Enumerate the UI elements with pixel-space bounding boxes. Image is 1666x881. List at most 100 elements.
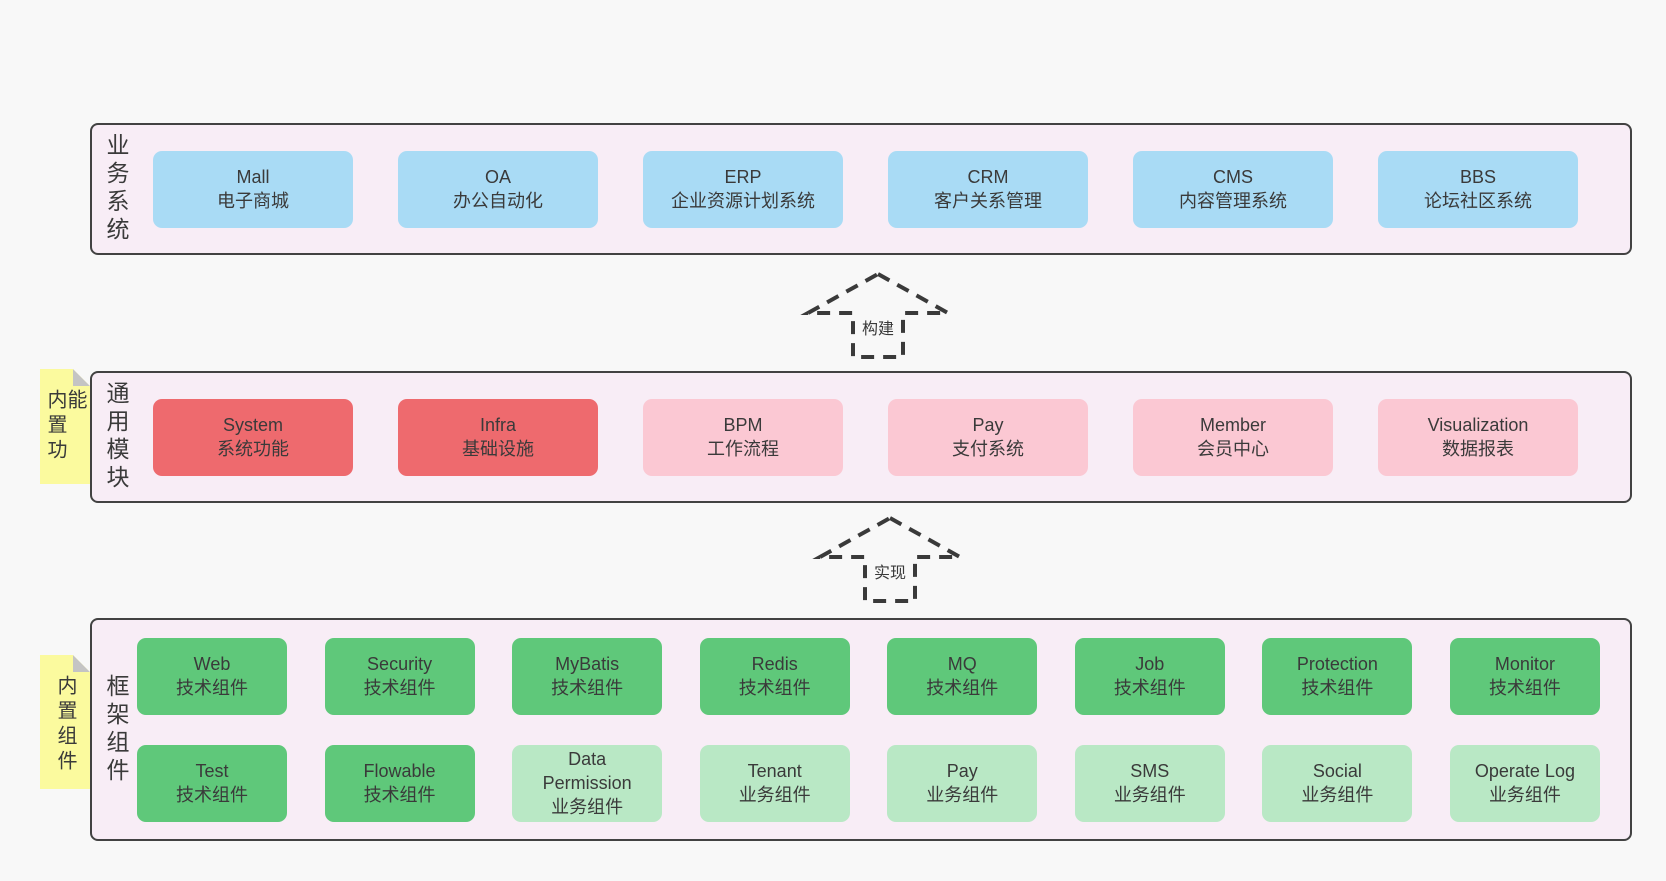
box-title: ERP bbox=[724, 166, 762, 187]
implement-arrow: 实现 bbox=[805, 512, 975, 608]
box-title: MyBatis bbox=[555, 653, 620, 674]
box-tenant: Tenant 业务组件 bbox=[699, 744, 850, 822]
box-operate-log: Operate Log 业务组件 bbox=[1449, 744, 1600, 822]
box-protection: Protection 技术组件 bbox=[1262, 637, 1413, 715]
box-subtitle: 技术组件 bbox=[176, 678, 248, 698]
section-label: 业务系统 bbox=[103, 133, 129, 245]
box-mall: Mall 电子商城 bbox=[153, 150, 353, 228]
box-title: CRM bbox=[967, 166, 1009, 187]
framework-rows: Web 技术组件 Security 技术组件 MyBatis 技术组件 Redi… bbox=[137, 637, 1600, 822]
box-title: Social bbox=[1312, 760, 1362, 781]
box-subtitle: 业务组件 bbox=[738, 785, 811, 805]
implement-arrow-label: 实现 bbox=[869, 558, 911, 584]
box-subtitle: 会员中心 bbox=[1197, 439, 1269, 459]
box-title: Tenant bbox=[747, 760, 802, 781]
box-title: Pay bbox=[972, 414, 1004, 435]
box-title: BBS bbox=[1459, 166, 1497, 187]
box-title: Pay bbox=[946, 760, 978, 781]
box-data-permission: Data Permission 业务组件 bbox=[512, 744, 663, 822]
note-built-in-components: 内置组件 bbox=[40, 655, 90, 789]
framework-row-2: Test 技术组件 Flowable 技术组件 Data Permission … bbox=[137, 744, 1600, 822]
box-title: Monitor bbox=[1494, 653, 1555, 674]
box-subtitle: 基础设施 bbox=[462, 439, 534, 459]
box-subtitle: 办公自动化 bbox=[453, 191, 543, 211]
box-subtitle: 技术组件 bbox=[1301, 678, 1374, 698]
box-sms: SMS 业务组件 bbox=[1074, 744, 1225, 822]
box-subtitle: 技术组件 bbox=[363, 678, 436, 698]
business-boxes-row: Mall 电子商城 OA 办公自动化 ERP 企业资源计划系统 CRM 客户关系… bbox=[153, 150, 1578, 228]
box-subtitle: 数据报表 bbox=[1442, 439, 1514, 459]
box-title: BPM bbox=[723, 414, 763, 435]
framework-row-1: Web 技术组件 Security 技术组件 MyBatis 技术组件 Redi… bbox=[137, 637, 1600, 715]
box-test: Test 技术组件 bbox=[137, 744, 287, 822]
box-title: CMS bbox=[1213, 166, 1253, 187]
build-arrow: 构建 bbox=[793, 268, 963, 364]
box-member: Member 会员中心 bbox=[1133, 398, 1333, 476]
box-title: Infra bbox=[479, 414, 517, 435]
box-title: Mall bbox=[236, 166, 270, 187]
box-crm: CRM 客户关系管理 bbox=[888, 150, 1088, 228]
box-flowable: Flowable 技术组件 bbox=[324, 744, 475, 822]
box-web: Web 技术组件 bbox=[137, 637, 287, 715]
note-text: 内置组件 bbox=[54, 675, 76, 775]
box-subtitle: 论坛社区系统 bbox=[1424, 191, 1532, 211]
box-title: SMS bbox=[1130, 760, 1170, 781]
box-oa: OA 办公自动化 bbox=[398, 150, 598, 228]
common-boxes-row: System 系统功能 Infra 基础设施 BPM 工作流程 Pay 支付系统… bbox=[153, 398, 1578, 476]
box-pay: Pay 支付系统 bbox=[888, 398, 1088, 476]
box-subtitle: 业务组件 bbox=[1488, 785, 1561, 805]
box-system: System 系统功能 bbox=[153, 398, 353, 476]
box-bpm: BPM 工作流程 bbox=[643, 398, 843, 476]
box-title: Security bbox=[367, 653, 433, 674]
section-label: 通用模块 bbox=[103, 381, 129, 493]
box-subtitle: 技术组件 bbox=[738, 678, 811, 698]
box-subtitle: 电子商城 bbox=[217, 191, 289, 211]
box-title: Web bbox=[193, 653, 231, 674]
box-subtitle: 业务组件 bbox=[551, 797, 624, 818]
box-pay-biz: Pay 业务组件 bbox=[887, 744, 1038, 822]
section-common-modules: 通用模块 System 系统功能 Infra 基础设施 BPM 工作流程 Pay… bbox=[90, 371, 1632, 503]
box-erp: ERP 企业资源计划系统 bbox=[643, 150, 843, 228]
note-text: 内置功能 bbox=[44, 389, 86, 464]
box-subtitle: 业务组件 bbox=[1113, 785, 1186, 805]
box-subtitle: 技术组件 bbox=[1113, 678, 1186, 698]
box-subtitle: 业务组件 bbox=[926, 785, 999, 805]
box-visualization: Visualization 数据报表 bbox=[1378, 398, 1578, 476]
box-subtitle: 客户关系管理 bbox=[934, 191, 1042, 211]
box-redis: Redis 技术组件 bbox=[699, 637, 850, 715]
box-title: Test bbox=[195, 760, 229, 781]
box-title: Data Permission bbox=[542, 748, 632, 793]
box-monitor: Monitor 技术组件 bbox=[1449, 637, 1600, 715]
box-subtitle: 内容管理系统 bbox=[1179, 191, 1287, 211]
box-subtitle: 技术组件 bbox=[551, 678, 624, 698]
note-built-in-features: 内置功能 bbox=[40, 369, 90, 484]
box-subtitle: 工作流程 bbox=[707, 439, 779, 459]
box-title: System bbox=[222, 414, 283, 435]
box-social: Social 业务组件 bbox=[1262, 744, 1413, 822]
box-subtitle: 技术组件 bbox=[176, 785, 248, 805]
box-title: Member bbox=[1199, 414, 1266, 435]
box-security: Security 技术组件 bbox=[324, 637, 475, 715]
box-bbs: BBS 论坛社区系统 bbox=[1378, 150, 1578, 228]
box-subtitle: 技术组件 bbox=[926, 678, 999, 698]
box-mybatis: MyBatis 技术组件 bbox=[512, 637, 663, 715]
box-cms: CMS 内容管理系统 bbox=[1133, 150, 1333, 228]
box-title: Flowable bbox=[363, 760, 436, 781]
box-subtitle: 系统功能 bbox=[217, 439, 289, 459]
box-title: Operate Log bbox=[1474, 760, 1575, 781]
box-title: Visualization bbox=[1427, 414, 1529, 435]
box-subtitle: 技术组件 bbox=[363, 785, 436, 805]
box-title: Redis bbox=[751, 653, 798, 674]
box-infra: Infra 基础设施 bbox=[398, 398, 598, 476]
box-job: Job 技术组件 bbox=[1074, 637, 1225, 715]
section-business-systems: 业务系统 Mall 电子商城 OA 办公自动化 ERP 企业资源计划系统 CRM… bbox=[90, 123, 1632, 255]
box-subtitle: 支付系统 bbox=[952, 439, 1024, 459]
box-title: OA bbox=[484, 166, 511, 187]
box-subtitle: 技术组件 bbox=[1488, 678, 1561, 698]
box-subtitle: 企业资源计划系统 bbox=[671, 191, 815, 211]
section-framework-components: 框架组件 Web 技术组件 Security 技术组件 MyBatis 技术组件… bbox=[90, 618, 1632, 841]
box-subtitle: 业务组件 bbox=[1301, 785, 1374, 805]
build-arrow-label: 构建 bbox=[857, 314, 899, 340]
box-title: Job bbox=[1135, 653, 1165, 674]
